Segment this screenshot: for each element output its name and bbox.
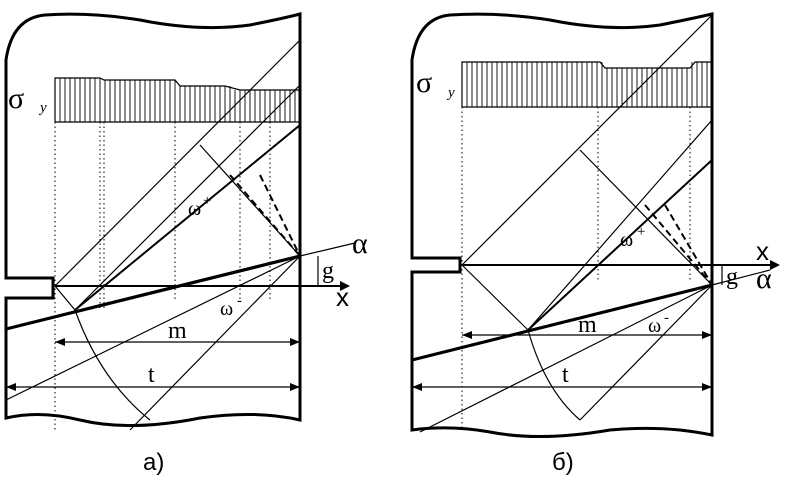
slip-line	[129, 255, 301, 431]
x-axis-arrow-a	[340, 281, 350, 291]
stress-profile-b	[461, 61, 713, 108]
slip-line	[54, 285, 76, 311]
caption-a: а)	[143, 449, 164, 476]
dashed-line	[229, 174, 301, 257]
sigma-label-a: σ	[8, 82, 24, 115]
slip-line	[527, 159, 713, 331]
caption-b: б)	[552, 449, 574, 476]
t-label-b: t	[562, 362, 569, 388]
omega-plus-sign-b: +	[636, 224, 646, 240]
dashed-line	[664, 204, 713, 286]
specimen-outline-a	[4, 12, 302, 427]
slip-line	[74, 124, 301, 311]
slip-line	[461, 264, 529, 331]
alpha-label-b: α	[756, 262, 772, 295]
omega-plus-label-a: ω	[188, 198, 201, 220]
panel-b: σ y ω + ω - α g x m t б)	[410, 12, 780, 476]
dashed-line	[644, 204, 713, 286]
x-label-a: x	[336, 282, 349, 312]
x-label-b: x	[756, 236, 769, 266]
sigma-subscript-b: y	[446, 85, 455, 101]
slip-line	[419, 284, 713, 433]
x-axis-arrow-b	[770, 260, 780, 270]
omega-minus-sign-a: -	[237, 293, 242, 309]
alpha-extension-a	[299, 242, 356, 257]
slip-line	[54, 39, 301, 287]
crack-line-a	[5, 254, 301, 331]
t-label-a: t	[148, 362, 155, 388]
g-label-b: g	[726, 264, 738, 290]
slip-line	[579, 149, 713, 286]
stress-profile-a	[54, 77, 301, 123]
omega-minus-label-a: ω	[220, 298, 233, 320]
omega-minus-label-b: ω	[648, 315, 661, 337]
g-label-a: g	[322, 258, 334, 284]
sigma-label-b: σ	[416, 66, 432, 99]
omega-plus-sign-a: +	[202, 193, 212, 209]
slip-line	[5, 255, 301, 401]
crack-line-b	[411, 283, 713, 362]
slip-line	[461, 14, 713, 266]
panel-a: σ y ω + ω - α g x m t а)	[4, 12, 368, 476]
m-label-a: m	[168, 318, 187, 344]
sigma-subscript-a: y	[38, 100, 47, 116]
specimen-outline-b	[410, 12, 714, 439]
m-label-b: m	[578, 312, 597, 338]
slip-line	[579, 284, 713, 421]
curve-b	[527, 329, 581, 421]
alpha-label-a: α	[352, 227, 368, 260]
slip-line	[74, 84, 301, 311]
dashed-line	[259, 174, 301, 257]
curve-a	[74, 309, 151, 421]
slip-line	[199, 144, 301, 257]
slip-line	[527, 119, 713, 331]
omega-plus-label-b: ω	[620, 229, 633, 251]
omega-minus-sign-b: -	[664, 310, 669, 326]
